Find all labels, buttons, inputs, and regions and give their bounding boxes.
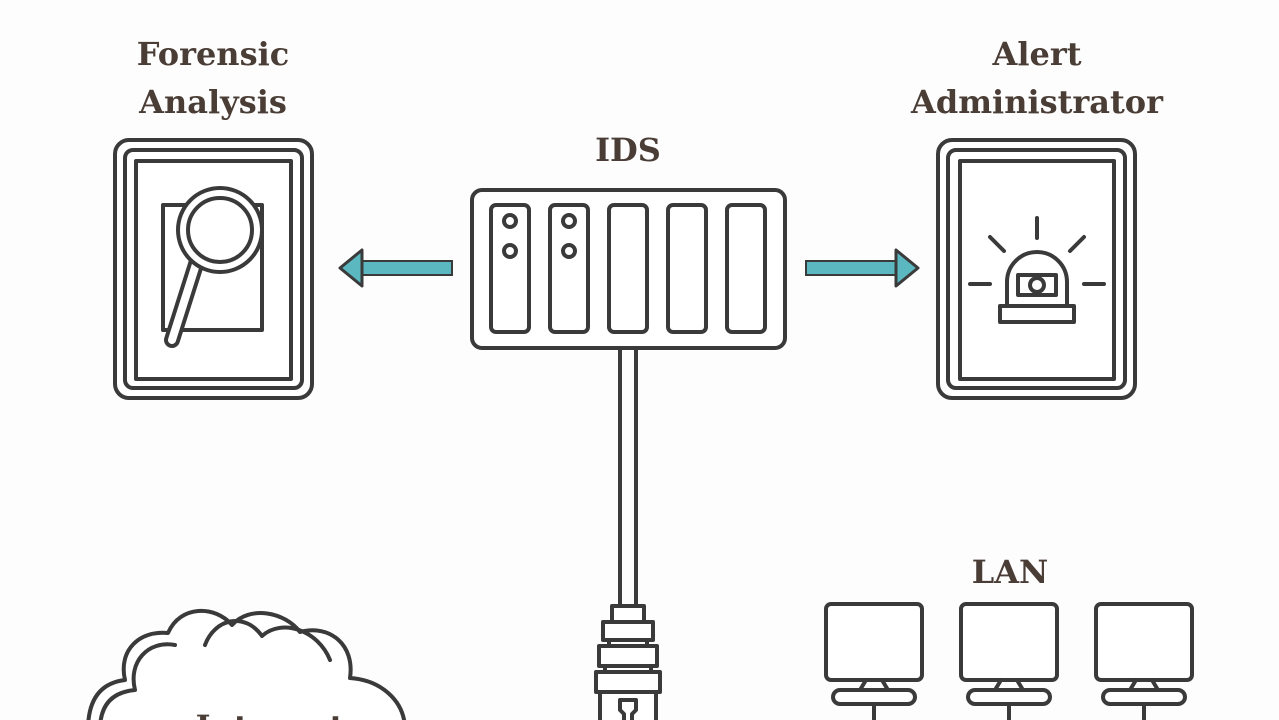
magnifier-document-icon [161, 186, 264, 348]
internet-label: Internet [196, 708, 345, 720]
alert-tablet [936, 138, 1137, 400]
arrow-right-icon [805, 248, 920, 288]
monitor-icon [824, 602, 924, 720]
ethernet-connector-icon [594, 346, 662, 720]
server-rack-icon [470, 188, 787, 350]
monitor-icon [1094, 602, 1194, 720]
arrow-left-icon [338, 248, 453, 288]
alert-label-2: Administrator [910, 83, 1164, 121]
forensic-label-2: Analysis [138, 83, 287, 121]
alert-label-1: Alert [992, 35, 1082, 73]
lan-computers [824, 602, 1194, 720]
monitor-icon [959, 602, 1059, 720]
lan-label: LAN [972, 553, 1049, 591]
ids-label: IDS [595, 131, 661, 169]
alarm-siren-icon [968, 216, 1106, 324]
forensic-label-1: Forensic [137, 35, 289, 73]
cloud-icon: Internet [86, 609, 406, 720]
forensic-tablet [113, 138, 314, 400]
